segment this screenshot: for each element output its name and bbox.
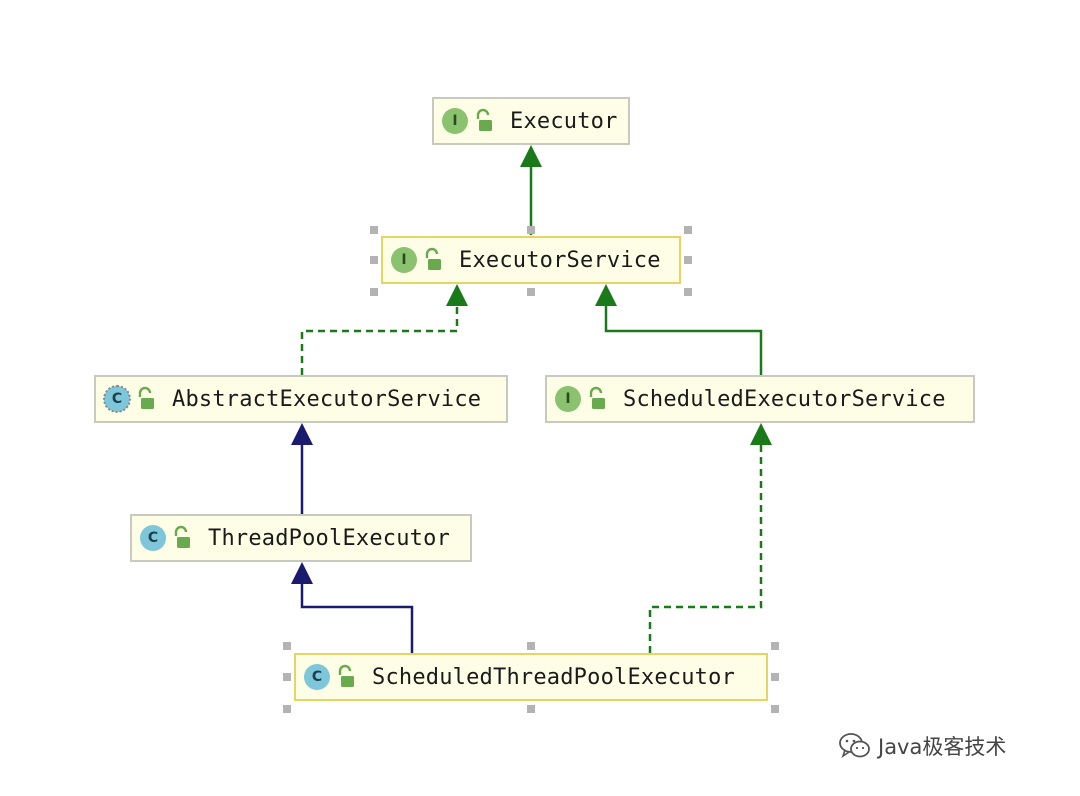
node-label: ScheduledExecutorService [623,386,946,412]
arrowhead [520,145,542,167]
class-badge-icon: C [140,525,166,551]
unlocked-icon [476,108,492,131]
unlocked-icon [138,386,154,409]
selection-handle[interactable] [771,642,779,650]
selection-handle[interactable] [771,673,779,681]
node-abstractexecutorservice[interactable]: C AbstractExecutorService [94,375,508,423]
node-scheduledthreadpoolexecutor[interactable]: C ScheduledThreadPoolExecutor [294,653,768,701]
selection-handle[interactable] [370,256,378,264]
node-executorservice[interactable]: I ExecutorService [381,236,681,284]
wechat-icon [839,733,870,758]
unlocked-icon [589,386,605,409]
class-badge-icon: C [304,664,330,690]
abstract-class-badge-icon: C [103,385,131,413]
selection-handle[interactable] [370,226,378,234]
interface-badge-icon: I [555,386,581,412]
node-scheduledexecutorservice[interactable]: I ScheduledExecutorService [545,375,975,423]
arrowhead [291,562,313,584]
selection-handle[interactable] [283,642,291,650]
selection-handle[interactable] [370,288,378,296]
arrowhead [595,284,617,306]
edge-scheduledthreadpoolexecutor-to-scheduledexecutorservice [648,423,772,653]
unlocked-icon [174,525,190,548]
selection-handle[interactable] [283,673,291,681]
node-label: AbstractExecutorService [172,386,482,412]
edge-threadpoolexecutor-to-abstractexecutorservice [291,423,313,514]
edge-scheduledexecutorservice-to-executorservice [595,284,763,375]
edge-executorservice-to-executor [520,145,542,235]
unlocked-icon [425,247,441,270]
node-executor[interactable]: I Executor [432,97,630,145]
node-label: ThreadPoolExecutor [208,525,451,551]
selection-handle[interactable] [527,642,535,650]
selection-handle[interactable] [527,226,535,234]
selection-handle[interactable] [684,256,692,264]
selection-handle[interactable] [684,288,692,296]
selection-handle[interactable] [283,705,291,713]
arrowhead [750,423,772,445]
selection-handle[interactable] [527,705,535,713]
edge-scheduledthreadpoolexecutor-to-threadpoolexecutor [291,562,414,653]
selection-handle[interactable] [684,226,692,234]
interface-badge-icon: I [391,247,417,273]
selection-handle[interactable] [527,288,535,296]
interface-badge-icon: I [442,108,468,134]
arrowhead [291,423,313,445]
edge-abstractexecutorservice-to-executorservice [300,284,468,375]
arrowhead [446,284,468,306]
node-threadpoolexecutor[interactable]: C ThreadPoolExecutor [130,514,472,562]
node-label: Executor [510,108,618,134]
unlocked-icon [338,664,354,687]
watermark: Java极客技术 [838,731,1006,761]
node-label: ScheduledThreadPoolExecutor [372,664,736,690]
watermark-text: Java极客技术 [878,735,1007,759]
selection-handle[interactable] [771,705,779,713]
node-label: ExecutorService [459,247,661,273]
